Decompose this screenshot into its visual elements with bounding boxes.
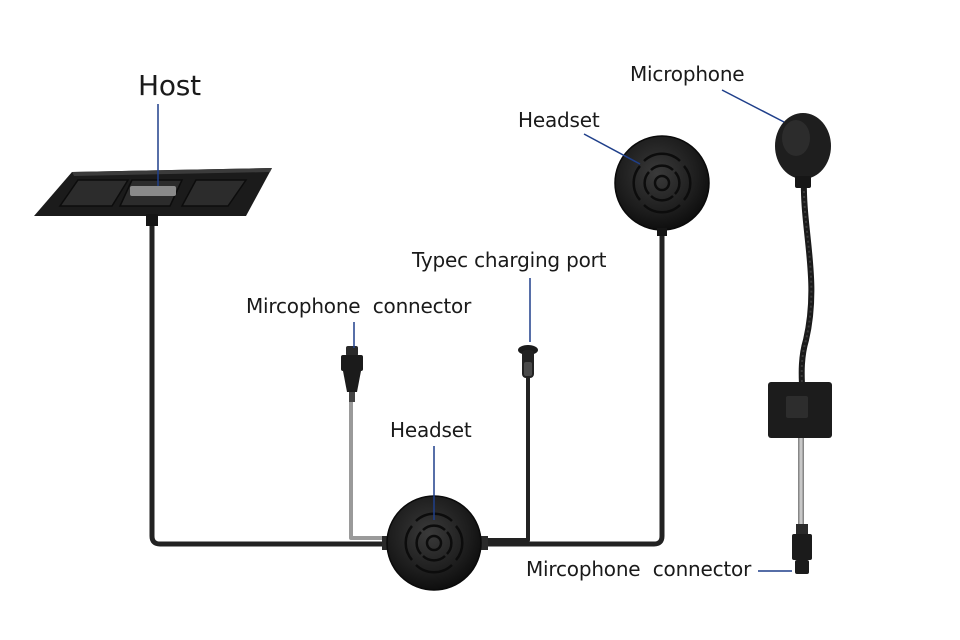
label-host: Host <box>138 69 201 102</box>
host-cable <box>149 222 392 547</box>
label-microphone: Microphone <box>630 62 745 86</box>
mic-connector-cable-left <box>349 392 392 540</box>
leader-lines <box>157 89 792 572</box>
typec-port <box>518 345 538 378</box>
label-mic-connector-right: Mircophone connector <box>526 557 752 581</box>
headset-speaker-bottom <box>382 495 488 591</box>
leader-headset-top <box>583 133 641 165</box>
cable-network <box>149 222 665 547</box>
leader-microphone <box>721 89 785 123</box>
label-headset-bottom: Headset <box>390 418 472 442</box>
headset-cable <box>484 232 665 547</box>
host-unit <box>34 168 272 226</box>
label-mic-connector-left: Mircophone connector <box>246 294 472 318</box>
headset-speaker-top <box>614 135 710 236</box>
boom-microphone <box>768 113 832 574</box>
label-headset-top: Headset <box>518 108 600 132</box>
typec-cable <box>484 378 530 542</box>
label-typec-port: Typec charging port <box>412 248 607 272</box>
mic-connector-left <box>341 346 363 402</box>
